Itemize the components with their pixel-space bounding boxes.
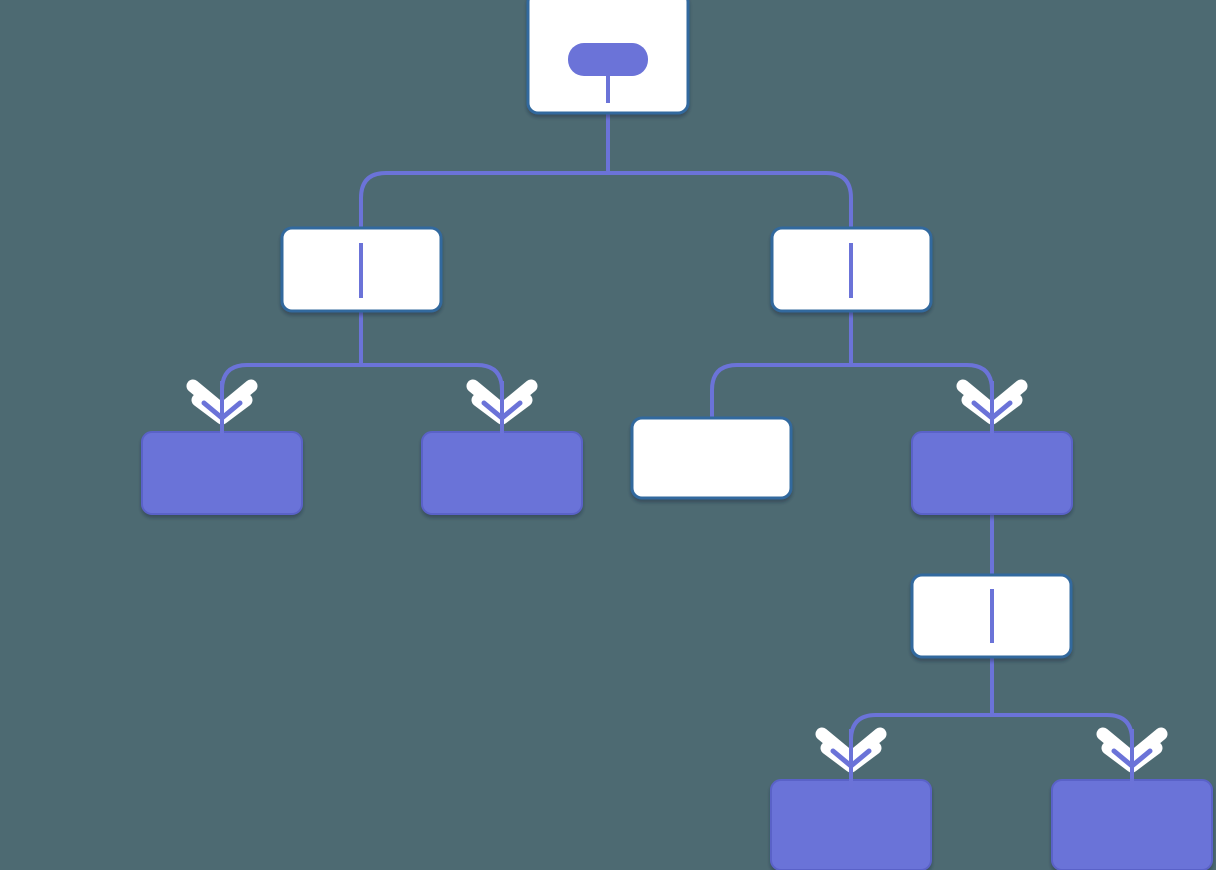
interior-mark-layer bbox=[359, 62, 994, 643]
node-body[interactable] bbox=[141, 431, 303, 515]
connector-bus-3-c bbox=[710, 363, 851, 420]
connector-bus-1-right bbox=[608, 171, 853, 228]
node-body[interactable] bbox=[911, 431, 1073, 515]
arrowhead-layer bbox=[201, 381, 1153, 788]
node-L2-c[interactable] bbox=[630, 416, 793, 500]
node-body[interactable] bbox=[1051, 779, 1213, 870]
node-root[interactable] bbox=[526, 0, 690, 115]
node-body[interactable] bbox=[630, 416, 793, 500]
node-L2-d[interactable] bbox=[911, 431, 1073, 515]
rounded-pill-icon bbox=[568, 43, 648, 76]
node-L4-a[interactable] bbox=[770, 779, 932, 870]
node-body[interactable] bbox=[421, 431, 583, 515]
connector-layer bbox=[220, 76, 1134, 784]
node-L2-a[interactable] bbox=[141, 431, 303, 515]
node-L4-b[interactable] bbox=[1051, 779, 1213, 870]
node-body[interactable] bbox=[770, 779, 932, 870]
connector-bus-1-left bbox=[359, 171, 608, 228]
node-L2-b[interactable] bbox=[421, 431, 583, 515]
